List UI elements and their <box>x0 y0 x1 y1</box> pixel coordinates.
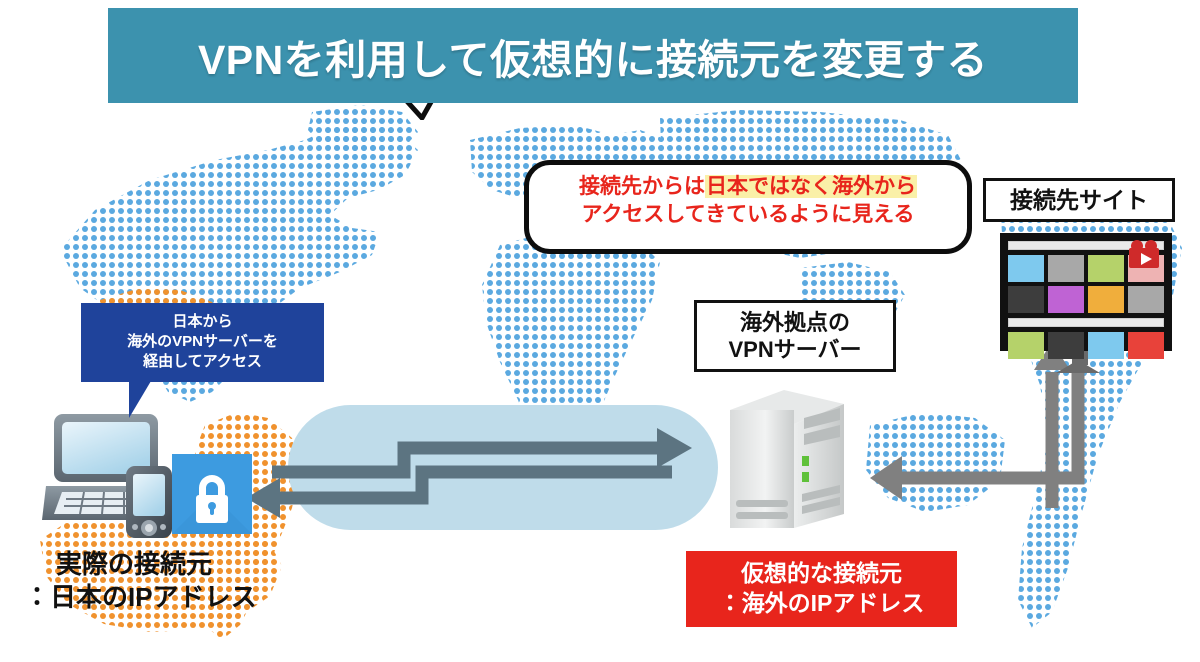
site-tile-row-3 <box>1003 332 1169 359</box>
site-tile <box>1048 255 1084 282</box>
speech-line-1: 接続先からは日本ではなく海外から <box>524 173 972 201</box>
caption-virtual-source-line-1: 仮想的な接続元 <box>741 560 902 587</box>
server-led-2 <box>802 472 809 482</box>
mobile-phone-key-left <box>132 524 138 530</box>
callout-line-3: 経由してアクセス <box>143 352 262 370</box>
site-tile <box>1048 286 1084 313</box>
callout-line-1: 日本から <box>172 313 233 330</box>
site-tile <box>1128 332 1164 359</box>
callout-tail <box>129 381 151 418</box>
page-title: VPNを利用して仮想的に接続元を変更する <box>197 36 989 83</box>
callout-line-2: 海外のVPNサーバーを <box>127 332 278 350</box>
client-devices-group <box>40 408 255 538</box>
video-camera-icon <box>1129 240 1159 268</box>
mobile-phone-screen <box>133 474 165 516</box>
arrow-outbound-head <box>657 428 692 468</box>
server-vent-1 <box>804 408 840 429</box>
site-tile <box>1008 286 1044 313</box>
server-led-1 <box>802 456 809 466</box>
speech-line-1-prefix: 接続先からは <box>579 175 705 198</box>
vpn-server-svg <box>730 390 844 528</box>
tunnel-arrows <box>246 428 692 518</box>
mobile-phone-key-right <box>160 524 166 530</box>
destination-perspective-speech-bubble: 接続先からは日本ではなく海外から アクセスしてきているように見える <box>524 160 972 254</box>
site-tile <box>1088 332 1124 359</box>
site-tile <box>1088 286 1124 313</box>
vpn-server-graphic <box>722 382 850 537</box>
site-tile <box>1008 255 1044 282</box>
site-tile-row-2 <box>1003 286 1169 313</box>
client-devices-svg <box>42 414 252 538</box>
laptop-screen <box>62 422 150 474</box>
title-banner: VPNを利用して仮想的に接続元を変更する <box>108 8 1078 103</box>
label-vpn-server-line-2: VPNサーバー <box>728 337 862 362</box>
site-tile <box>1128 286 1164 313</box>
label-vpn-server-line-1: 海外拠点の <box>739 309 850 335</box>
site-bar-middle <box>1008 318 1164 327</box>
caption-virtual-source-line-2: ：海外のIPアドレス <box>718 590 925 616</box>
server-grill-1 <box>736 500 788 507</box>
monitor-base <box>1056 360 1100 373</box>
speech-line-1-highlight: 日本ではなく海外から <box>705 175 917 198</box>
site-tile <box>1048 332 1084 359</box>
destination-site-mockup <box>1000 233 1172 359</box>
caption-virtual-source: 仮想的な接続元 ：海外のIPアドレス <box>686 551 957 627</box>
server-vent-2 <box>804 425 840 445</box>
caption-actual-source-line-1: 実際の接続元 <box>56 549 213 579</box>
mobile-phone-button-inner <box>145 524 153 532</box>
speech-bubble-text: 接続先からは日本ではなく海外から アクセスしてきているように見える <box>524 173 972 228</box>
server-grill-2 <box>736 512 788 519</box>
site-tile <box>1088 255 1124 282</box>
label-destination-site-line-1: 接続先サイト <box>1010 186 1148 213</box>
arrow-back-to-server-head <box>870 456 902 500</box>
callout-japan-via-overseas-vpn: 日本から 海外のVPNサーバーを 経由してアクセス <box>81 303 324 383</box>
caption-actual-source-line-2: ：日本のIPアドレス <box>24 582 257 613</box>
server-grill-3 <box>802 485 840 502</box>
speech-line-2: アクセスしてきているように見える <box>581 202 915 226</box>
site-tile <box>1008 332 1044 359</box>
server-front <box>730 410 794 528</box>
server-grill-4 <box>802 497 840 514</box>
label-overseas-vpn-server: 海外拠点の VPNサーバー <box>694 300 896 372</box>
caption-actual-source: 実際の接続元 ：日本のIPアドレス <box>24 548 257 615</box>
label-destination-site: 接続先サイト <box>983 178 1175 222</box>
